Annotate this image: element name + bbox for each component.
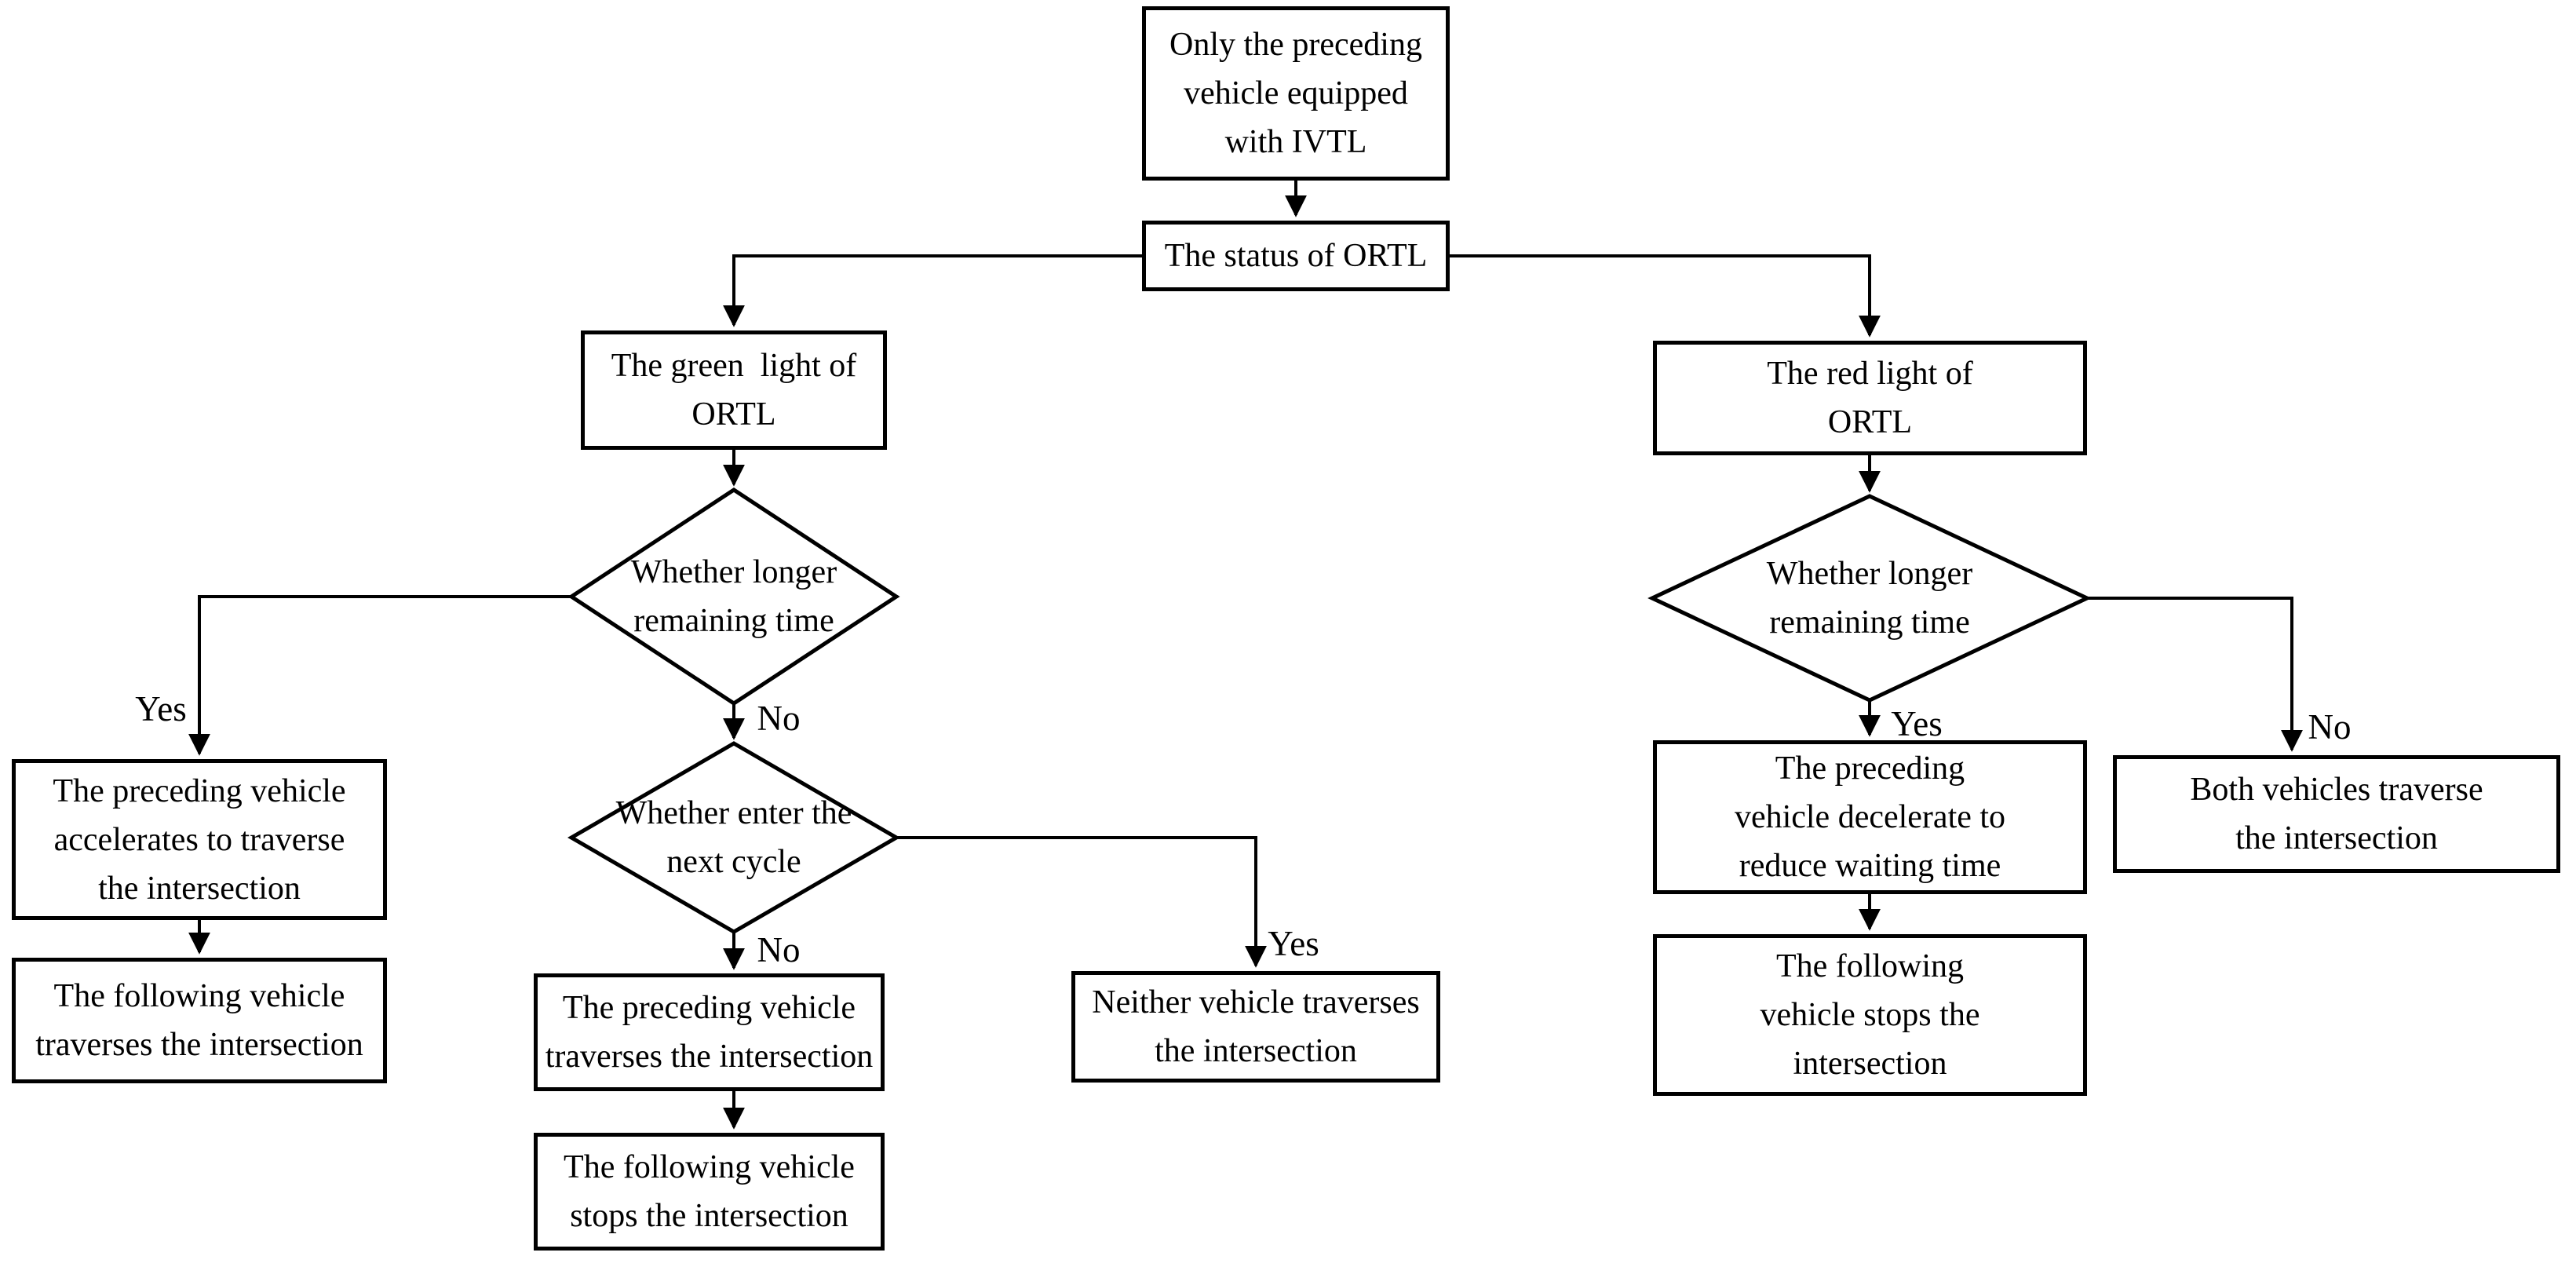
node-text-line: stops the intersection: [570, 1198, 848, 1234]
node-text-line: the intersection: [2235, 820, 2438, 856]
edge-mid-diamond-yes-to-neither: [896, 836, 1267, 968]
node-preceding-traverses: The preceding vehicle traverses the inte…: [534, 973, 885, 1091]
node-text-line: The following vehicle: [564, 1149, 855, 1185]
node-text-line: The preceding vehicle: [53, 772, 346, 809]
node-text-line: vehicle equipped: [1184, 75, 1408, 111]
node-text-line: The following vehicle: [53, 978, 345, 1014]
left-decision-diamond: [567, 487, 900, 706]
node-right-following-stops: The following vehicle stops the intersec…: [1653, 934, 2087, 1096]
node-following-stops: The following vehicle stops the intersec…: [534, 1133, 885, 1251]
edge-status-to-green: [723, 254, 1142, 327]
node-text-line: reduce waiting time: [1739, 848, 2001, 884]
branch-label-left-yes: Yes: [135, 689, 187, 728]
node-text-line: ORTL: [691, 396, 776, 433]
node-green-light-of-ortl: The green light of ORTL: [581, 330, 887, 450]
edge-left-diamond-yes-to-accel: [188, 595, 571, 756]
node-text-line: The preceding vehicle: [562, 990, 856, 1026]
node-text-line: ORTL: [1827, 404, 1913, 440]
node-text-line: The following: [1775, 948, 1965, 984]
node-text-line: Only the preceding: [1169, 27, 1422, 63]
node-text-line: Both vehicles traverse: [2190, 772, 2483, 808]
node-following-traverses: The following vehicle traverses the inte…: [12, 958, 387, 1083]
node-preceding-decelerate: The preceding vehicle decelerate to redu…: [1653, 740, 2087, 894]
node-text-line: with IVTL: [1224, 124, 1367, 160]
node-text-line: The status of ORTL: [1164, 238, 1428, 274]
node-text-line: the intersection: [1155, 1033, 1357, 1069]
node-text-line: intersection: [1793, 1046, 1947, 1082]
node-text-line: accelerates to traverse: [53, 821, 345, 858]
node-text-line: the intersection: [98, 870, 301, 907]
branch-label-mid-yes: Yes: [1268, 924, 1319, 963]
node-preceding-accelerates: The preceding vehicle accelerates to tra…: [12, 759, 387, 920]
node-status-of-ortl: The status of ORTL: [1142, 221, 1450, 291]
node-text-line: traverses the intersection: [545, 1039, 874, 1075]
node-text-line: The red light of: [1767, 356, 1973, 392]
node-text-line: vehicle decelerate to: [1734, 799, 2006, 835]
node-text-line: vehicle stops the: [1760, 997, 1980, 1033]
edge-right-diamond-no-to-both: [2087, 597, 2303, 752]
branch-label-right-yes: Yes: [1891, 704, 1943, 743]
node-text-line: Neither vehicle traverses: [1092, 984, 1420, 1021]
edge-status-to-red: [1450, 254, 1881, 338]
node-red-light-of-ortl: The red light of ORTL: [1653, 341, 2087, 455]
node-both-traverse: Both vehicles traverse the intersection: [2113, 755, 2560, 873]
right-decision-diamond: [1647, 494, 2092, 703]
node-neither-traverses: Neither vehicle traverses the intersecti…: [1071, 971, 1440, 1083]
node-only-preceding-ivtl: Only the preceding vehicle equipped with…: [1142, 6, 1450, 181]
mid-decision-diamond: [567, 741, 900, 934]
node-text-line: traverses the intersection: [35, 1027, 363, 1063]
node-text-line: The green light of: [611, 348, 857, 384]
node-text-line: The preceding: [1775, 750, 1965, 787]
branch-label-mid-no: No: [757, 930, 801, 969]
branch-label-left-no: No: [757, 699, 801, 738]
branch-label-right-no: No: [2308, 707, 2352, 747]
